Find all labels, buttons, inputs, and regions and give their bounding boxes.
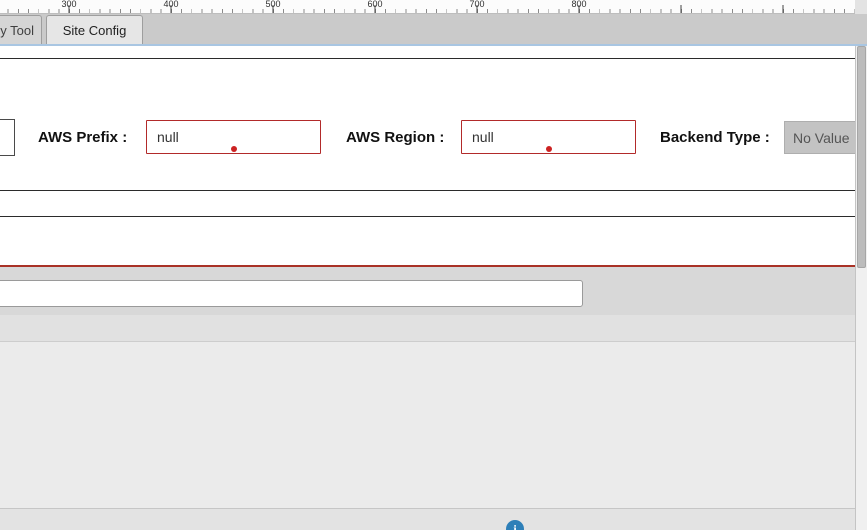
ruler-mark: 300 <box>61 0 77 9</box>
tab-y-tool[interactable]: y Tool <box>0 15 42 44</box>
section-divider-top <box>0 58 855 59</box>
red-divider <box>0 265 855 267</box>
tab-label: Site Config <box>62 22 127 38</box>
tab-bar: y Tool Site Config <box>0 14 867 44</box>
info-icon-glyph: i <box>513 521 517 530</box>
backend-type-dropdown[interactable]: No Value <box>784 121 862 154</box>
ruler-corner <box>855 0 867 14</box>
footer-bar <box>0 508 867 530</box>
ruler-mark: 500 <box>265 0 281 9</box>
error-dot <box>546 146 552 152</box>
aws-region-input[interactable] <box>461 120 636 154</box>
vertical-scrollbar[interactable] <box>855 46 867 530</box>
error-dot <box>231 146 237 152</box>
partial-input-left-edge[interactable] <box>0 119 15 156</box>
section-divider-2 <box>0 216 855 217</box>
section-divider-1 <box>0 190 855 191</box>
ruler-mark: 400 <box>163 0 179 9</box>
ruler-mark: 800 <box>571 0 587 9</box>
scrollbar-thumb[interactable] <box>857 46 866 268</box>
aws-prefix-label: AWS Prefix : <box>38 129 128 146</box>
backend-type-label: Backend Type : <box>660 129 770 146</box>
lower-panel <box>0 341 867 508</box>
info-icon[interactable]: i <box>506 520 524 530</box>
ruler-mark: 700 <box>469 0 485 9</box>
tab-site-config[interactable]: Site Config <box>46 15 143 44</box>
aws-region-label: AWS Region : <box>346 129 445 146</box>
tab-label: y Tool <box>0 22 34 38</box>
horizontal-ruler: 300 400 500 600 700 800 <box>0 0 855 14</box>
mid-strip <box>0 315 867 341</box>
ruler-mark: 600 <box>367 0 383 9</box>
tab-underline <box>0 44 867 46</box>
wide-text-input[interactable] <box>0 280 583 307</box>
aws-prefix-input[interactable] <box>146 120 321 154</box>
backend-type-value: No Value <box>793 129 850 146</box>
